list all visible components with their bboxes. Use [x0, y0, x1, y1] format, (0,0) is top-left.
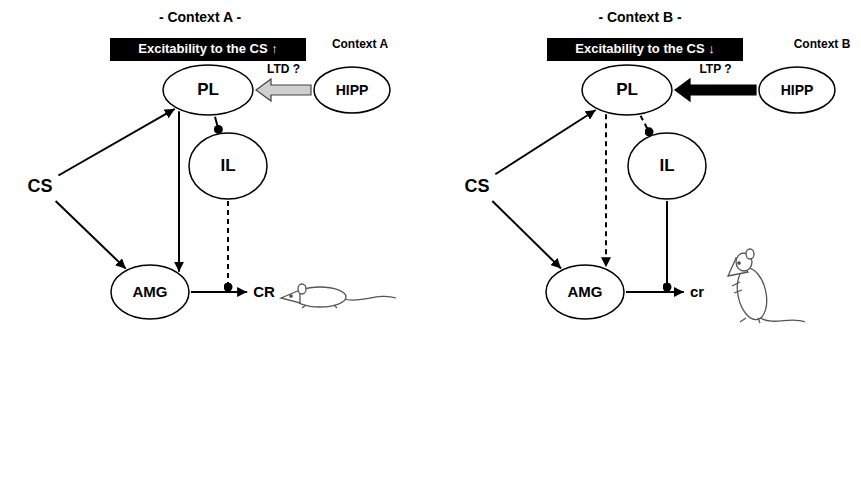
text-node: CS: [461, 174, 492, 199]
block-arrow: [675, 79, 756, 101]
context-label: Context A: [332, 37, 388, 51]
inhibitory-connector: [215, 117, 218, 130]
region-ellipse: HIPP: [313, 66, 391, 114]
context-label: Context B: [794, 37, 851, 51]
block-arrow: [256, 79, 311, 101]
node-text: PL: [197, 80, 219, 100]
region-ellipse: HIPP: [758, 66, 836, 114]
region-ellipse: AMG: [545, 264, 625, 320]
arrow-connector: [178, 111, 180, 272]
node-text: AMG: [568, 283, 603, 300]
ellipse-outline: [314, 67, 390, 113]
node-text: CS: [27, 176, 52, 197]
region-ellipse: IL: [627, 132, 707, 200]
region-ellipse: AMG: [110, 264, 190, 320]
panel-title: - Context B -: [598, 9, 681, 25]
node-text: CS: [464, 176, 489, 197]
ellipse-outline: [759, 67, 835, 113]
header-bar: Excitability to the CS ↓: [547, 38, 743, 61]
node-text: cr: [690, 283, 704, 300]
text-node: CR: [250, 281, 278, 302]
node-text: HIPP: [781, 82, 814, 98]
text-node: cr: [687, 281, 707, 302]
node-text: HIPP: [336, 82, 369, 98]
inhibitory-connector: [666, 201, 668, 287]
arrow-connector: [605, 114, 607, 267]
rat-figure: [281, 284, 396, 308]
node-text: Excitability to the CS ↑: [138, 42, 277, 57]
node-text: PL: [616, 80, 638, 100]
ellipse-outline: [582, 65, 672, 115]
text-node: CS: [24, 174, 55, 199]
ellipse-outline: [189, 133, 267, 199]
region-ellipse: PL: [162, 64, 254, 116]
region-ellipse: PL: [581, 64, 673, 116]
node-text: IL: [220, 156, 235, 176]
arrow-connector: [626, 291, 684, 293]
node-text: IL: [659, 156, 674, 176]
rat-figure: [728, 249, 805, 323]
ellipse-outline: [628, 133, 706, 199]
panel-title: - Context A -: [159, 9, 241, 25]
node-text: AMG: [133, 283, 168, 300]
edge-label: LTD ?: [267, 62, 300, 76]
arrow-connector: [58, 109, 174, 176]
arrow-connector: [191, 291, 247, 293]
node-text: CR: [253, 283, 275, 300]
arrow-connector: [56, 201, 126, 269]
node-text: Excitability to the CS ↓: [575, 42, 714, 57]
arrow-connector: [492, 201, 561, 268]
edge-label: LTP ?: [699, 62, 731, 76]
region-ellipse: IL: [188, 132, 268, 200]
ellipse-outline: [163, 65, 253, 115]
inhibitory-connector: [641, 116, 649, 132]
arrow-connector: [495, 110, 595, 174]
ellipse-outline: [546, 265, 624, 319]
inhibitory-connector: [227, 201, 229, 287]
ellipse-outline: [111, 265, 189, 319]
header-bar: Excitability to the CS ↑: [110, 38, 306, 61]
